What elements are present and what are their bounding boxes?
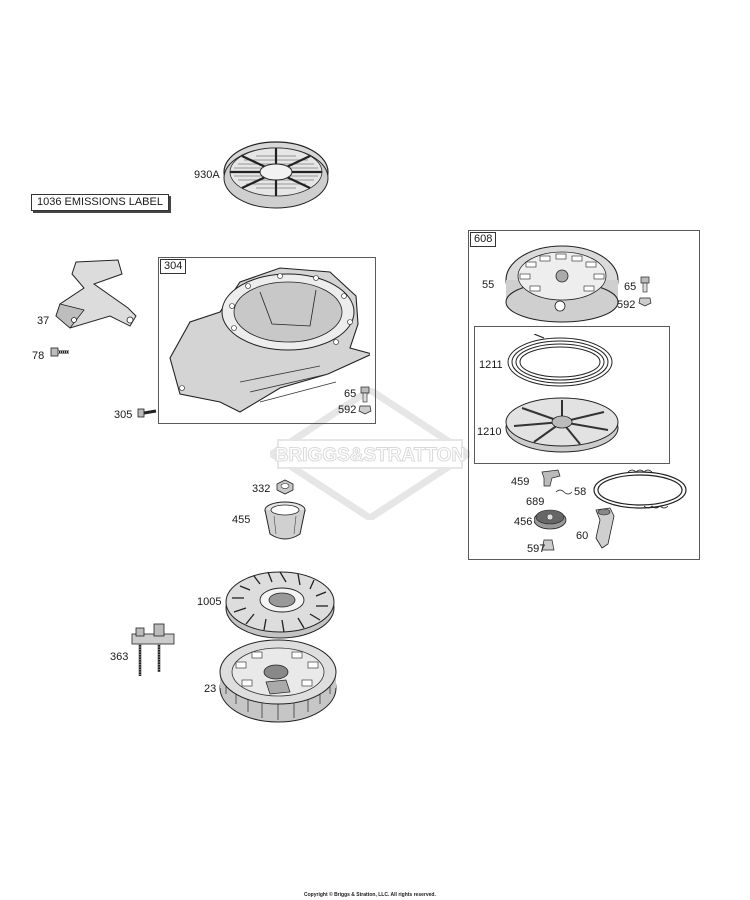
pulley-part: [505, 397, 619, 453]
rewind-spring-part: [507, 334, 613, 387]
callout-60: 60: [576, 530, 589, 542]
starter-housing-part: [505, 245, 619, 323]
callout-597: 597: [527, 543, 546, 555]
blower-housing-box: [158, 257, 376, 424]
starter-cup-part: [264, 501, 306, 540]
callout-689: 689: [526, 496, 545, 508]
callout-930a: 930A: [194, 169, 220, 181]
watermark-text: BRIGGS&STRATTON: [275, 445, 465, 466]
bolt-65-starter: [638, 276, 652, 307]
callout-455: 455: [232, 514, 251, 526]
callout-332: 332: [252, 483, 271, 495]
rewind-starter-box: [468, 230, 700, 560]
flywheel-23-part: [219, 639, 337, 723]
fan-1005-part: [225, 571, 335, 639]
emissions-label: 1036 EMISSIONS LABEL: [31, 194, 169, 211]
briggs-stratton-watermark: BRIGGS&STRATTON: [270, 388, 470, 520]
nut-332-part: [276, 479, 294, 495]
box-tag-608: 608: [470, 232, 497, 247]
callout-55: 55: [482, 279, 495, 291]
callout-592-blower: 592: [338, 404, 357, 416]
callout-1211: 1211: [479, 359, 503, 371]
screw-78-part: [50, 347, 69, 357]
callout-592-starter: 592: [617, 299, 636, 311]
callout-363: 363: [110, 651, 129, 663]
starter-rope-part: [593, 469, 687, 509]
callout-456: 456: [514, 516, 533, 528]
grass-screen-part: [223, 141, 329, 209]
bolt-65-blower: [358, 386, 372, 415]
callout-37: 37: [37, 315, 50, 327]
callout-65-starter: 65: [624, 281, 637, 293]
copyright-notice: Copyright © Briggs & Stratton, LLC. All …: [304, 892, 436, 898]
box-tag-304: 304: [160, 259, 187, 274]
callout-459: 459: [511, 476, 530, 488]
blower-housing-part: [169, 267, 370, 413]
callout-65-blower: 65: [344, 388, 357, 400]
screw-305-part: [137, 408, 157, 418]
baffle-part: [55, 259, 137, 329]
pulley-spring-subbox: [474, 326, 670, 464]
callout-58: 58: [574, 486, 587, 498]
callout-305: 305: [114, 409, 133, 421]
callout-1210: 1210: [477, 426, 502, 438]
callout-1005: 1005: [197, 596, 222, 608]
callout-23: 23: [204, 683, 217, 695]
starter-small-parts: [534, 469, 615, 551]
callout-78: 78: [32, 350, 45, 362]
armature-363-part: [131, 623, 175, 676]
